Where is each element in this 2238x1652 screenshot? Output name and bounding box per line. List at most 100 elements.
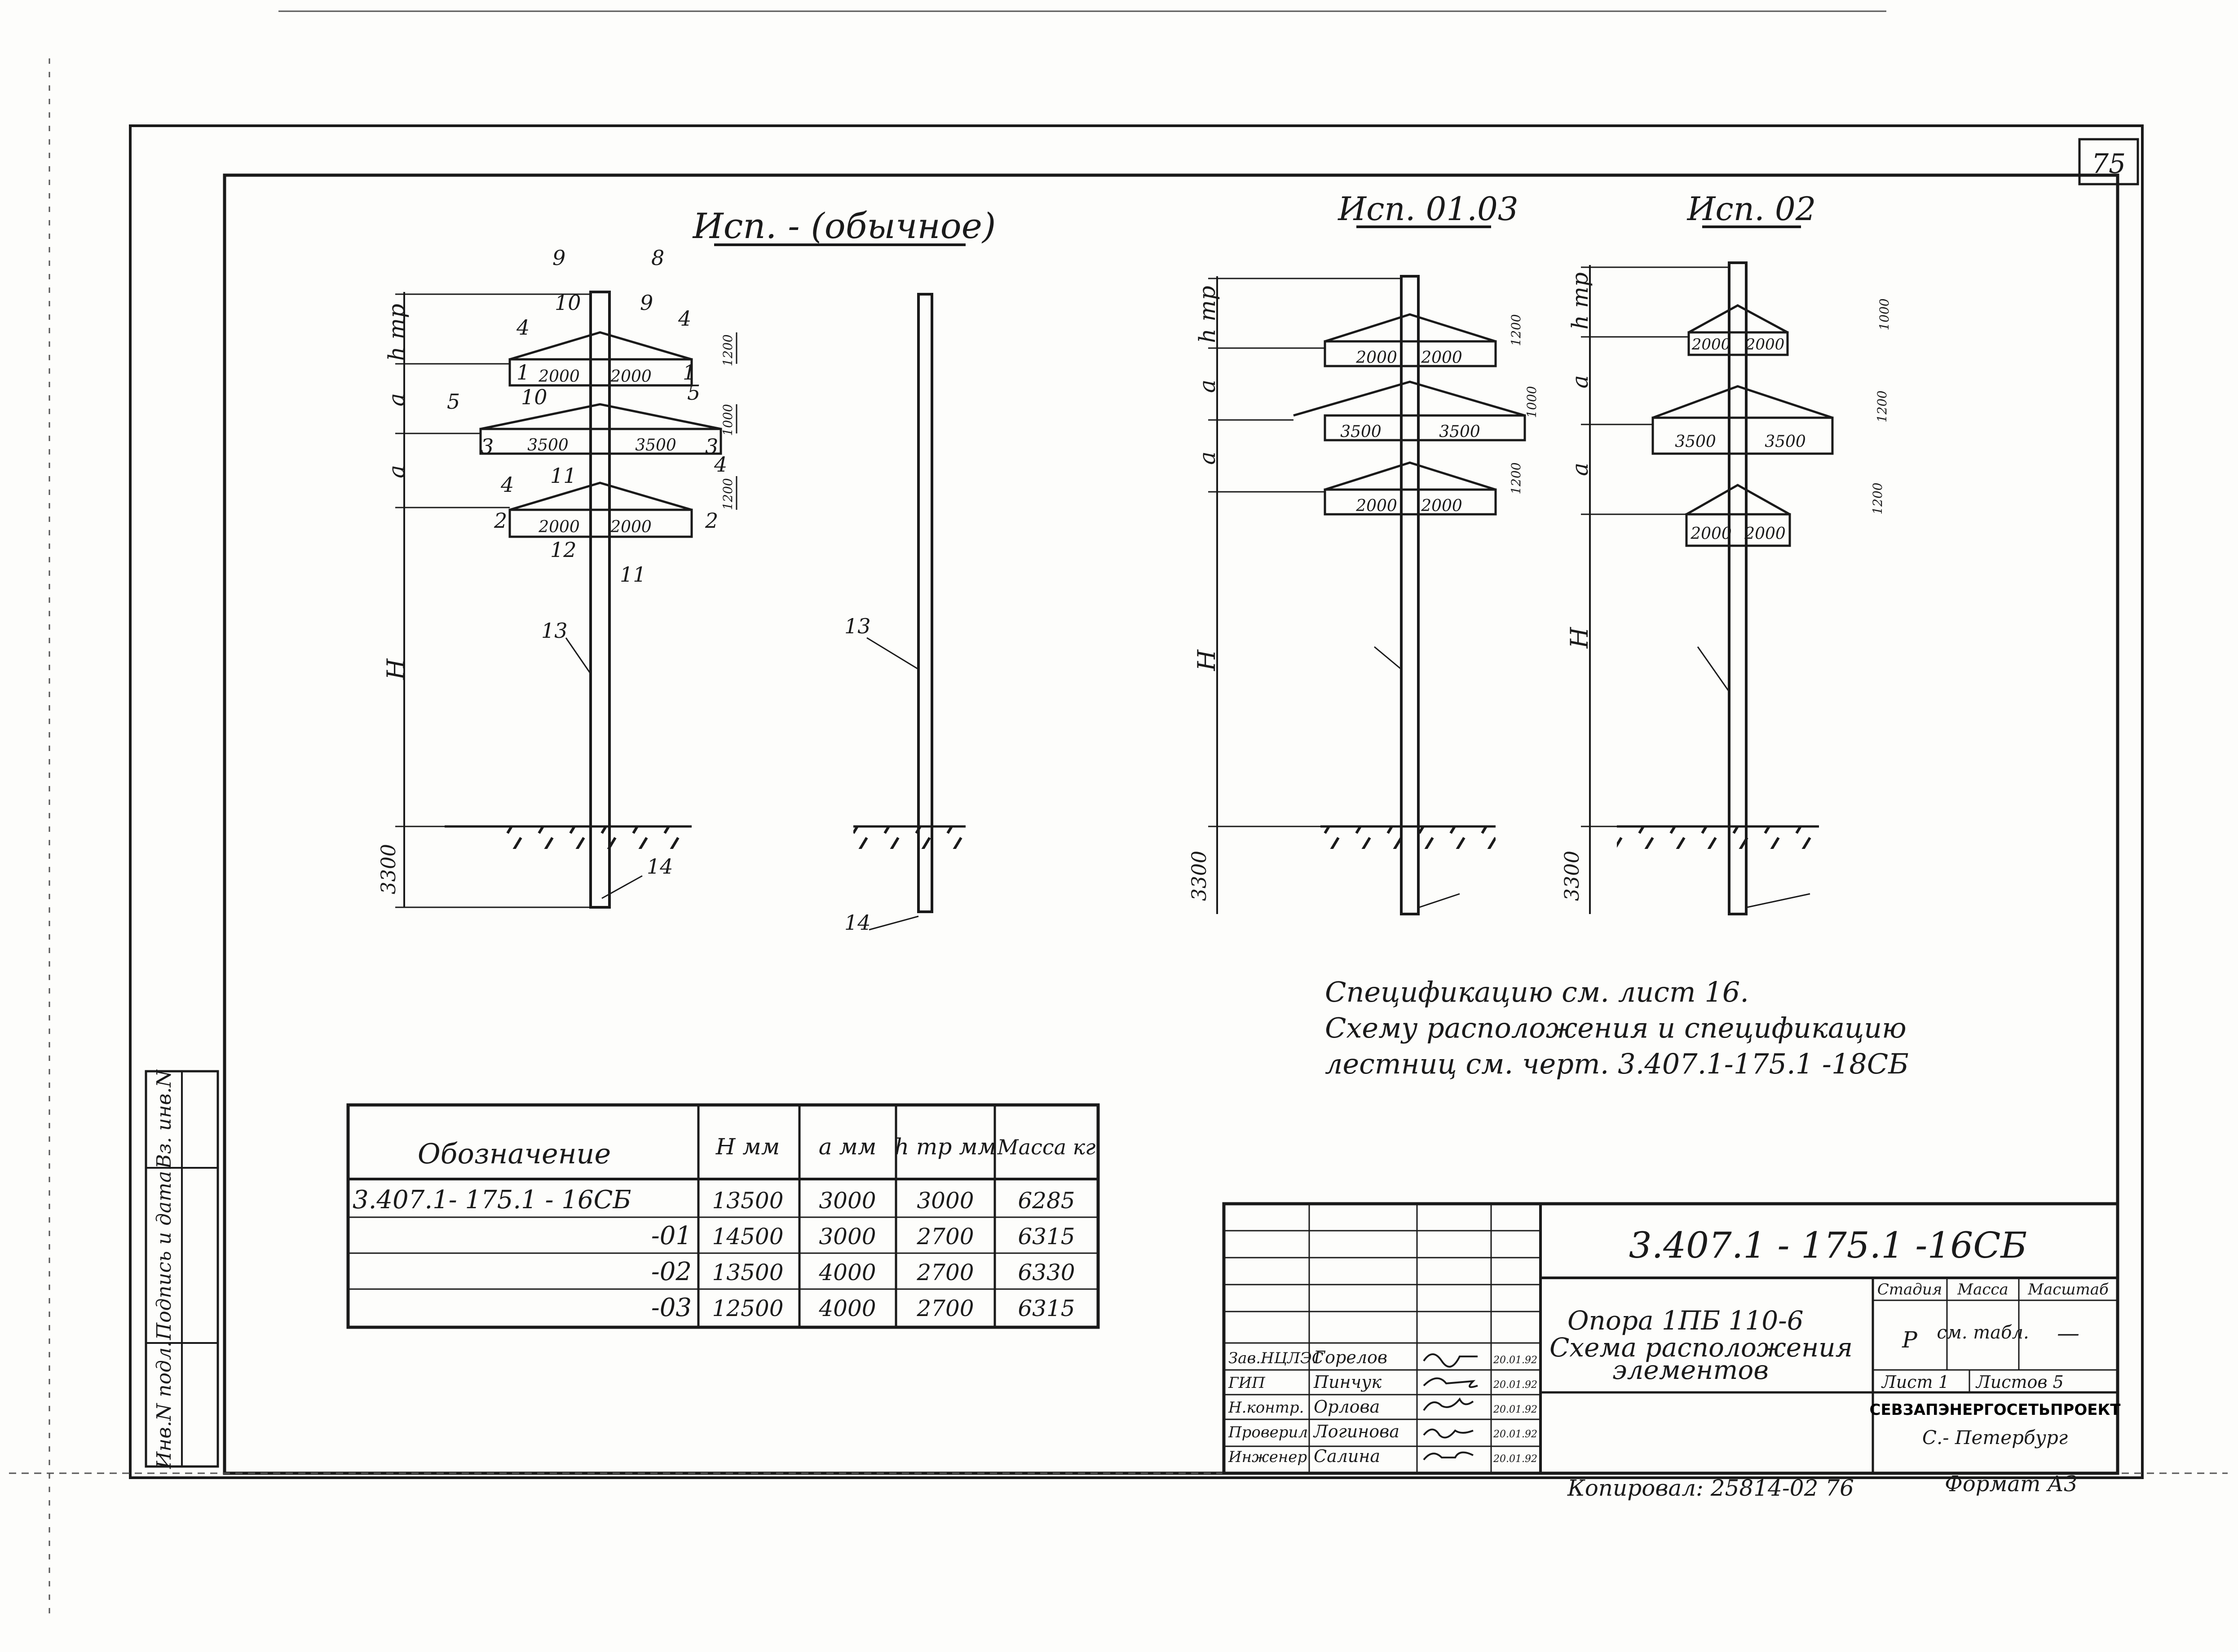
cell-value: 12500 [712, 1295, 783, 1321]
sign-date: 20.01.92 [1493, 1429, 1537, 1440]
callout-label: 13 [844, 614, 871, 638]
callout-label: 3 [481, 434, 494, 459]
callout-label: 9 [552, 246, 565, 270]
crossarm-bot [508, 481, 693, 538]
callout-label: 3 [705, 434, 718, 459]
width-label: 2000 [1421, 349, 1462, 367]
pole [589, 291, 611, 909]
width-label: 3500 [1675, 433, 1716, 451]
notes: Спецификацию см. лист 16. Схему располож… [1325, 976, 1909, 1080]
mass-value: см. табл. [1937, 1322, 2029, 1343]
cell-value: 4000 [818, 1259, 876, 1285]
width-label: 2000 [1355, 497, 1397, 515]
cell-designation: 3.407.1- 175.1 - 16СБ [353, 1185, 631, 1215]
crossarm-top [1687, 304, 1789, 356]
dim-1000: 1000 [1877, 298, 1892, 330]
signature [1423, 1353, 1478, 1368]
width-label: 2000 [610, 367, 652, 386]
signer-name: Горелов [1313, 1347, 1387, 1367]
scale-value: — [2057, 1320, 2079, 1346]
cell-value: 4000 [818, 1295, 876, 1321]
note-line: Спецификацию см. лист 16. [1325, 976, 1749, 1008]
dim-1200: 1200 [720, 478, 735, 510]
mass-header: Масса [1957, 1281, 2008, 1299]
callout-label: 5 [687, 380, 700, 405]
dim-depth: 3300 [1188, 851, 1211, 901]
variant-02: Исп. 02 2000 2000 3500 3500 2000 2000 h … [1561, 190, 1892, 915]
width-label: 3500 [635, 436, 676, 455]
cell-value: 2700 [916, 1259, 974, 1285]
doc-name-line: Опора 1ПБ 110-6 [1567, 1305, 1804, 1336]
dim-1200: 1200 [1509, 462, 1523, 494]
cell-value: 14500 [712, 1224, 783, 1250]
dim-depth: 3300 [377, 844, 400, 894]
cell-value: 6315 [1018, 1295, 1075, 1321]
col-header: Масса кг [997, 1135, 1096, 1159]
crossarm-mid [1651, 385, 1834, 455]
pole-side-view: 13 14 [844, 293, 966, 935]
cell-value: 3000 [819, 1224, 876, 1250]
stage-value: Р [1902, 1327, 1918, 1353]
role-label: Проверил [1228, 1423, 1308, 1441]
width-label: 2000 [1691, 336, 1731, 353]
callout-label: 1 [683, 360, 696, 384]
callout-label: 4 [714, 452, 727, 477]
dim-H: H [1192, 649, 1221, 671]
crossarm-bot [1324, 461, 1497, 516]
dim-htr: h тр [1567, 272, 1593, 330]
cell-value: 2700 [916, 1224, 974, 1250]
dim-1000: 1000 [1524, 386, 1539, 418]
signature [1423, 1451, 1474, 1461]
sheet-count: Листов 5 [1975, 1372, 2064, 1392]
dim-1200: 1200 [1875, 390, 1889, 422]
dim-1200: 1200 [720, 334, 735, 366]
width-label: 3500 [1340, 423, 1382, 441]
sign-date: 20.01.92 [1493, 1355, 1537, 1366]
col-header: a мм [819, 1134, 877, 1160]
callout-label: 14 [844, 910, 871, 935]
dim-depth: 3300 [1561, 851, 1584, 901]
width-label: 2000 [1421, 497, 1462, 515]
variant-title: Исп. 01.03 [1337, 190, 1518, 228]
callout-label: 2 [494, 508, 507, 533]
crossarm-top [1324, 313, 1497, 367]
stage-header: Стадия [1877, 1281, 1942, 1299]
sheet-number-box [2078, 138, 2139, 186]
dim-a: a [1567, 375, 1593, 389]
cell-value: 6315 [1018, 1224, 1075, 1250]
callout-label: 4 [516, 315, 530, 340]
role-label: Зав.НЦЛЭС [1228, 1349, 1324, 1367]
copy-note: Копировал: 25814-02 76 [1567, 1475, 1854, 1501]
variant-title: Исп. - (обычное) [692, 206, 996, 247]
variant-01-03: Исп. 01.03 2000 2000 3500 3500 2000 2000… [1188, 190, 1539, 915]
side-stamp: Инв.N подл. Подпись и дата Вз. инв.N [145, 1069, 219, 1469]
pole [1728, 261, 1748, 915]
cell-designation: -02 [651, 1257, 692, 1286]
pole [1400, 275, 1420, 915]
signature [1423, 1428, 1474, 1439]
variants-table: Обозначение H мм a мм h тр мм Масса кг 3… [346, 1103, 1100, 1329]
cell-value: 6330 [1018, 1259, 1075, 1285]
format-label: Формат А3 [1945, 1471, 2078, 1497]
stamp-label: Инв.N подл. [153, 1341, 176, 1469]
ground-hatch [503, 826, 692, 849]
cell-designation: -01 [651, 1221, 692, 1250]
cell-value: 13500 [712, 1188, 783, 1214]
dim-a: a [1567, 463, 1593, 476]
role-label: ГИП [1228, 1374, 1266, 1392]
callout-label: 8 [651, 246, 664, 270]
width-label: 2000 [538, 518, 580, 536]
width-label: 3500 [527, 436, 569, 455]
doc-name-line: Схема расположения [1549, 1332, 1853, 1363]
callout-label: 4 [500, 473, 514, 497]
width-label: 2000 [1690, 525, 1732, 543]
signature [1423, 1397, 1474, 1411]
crossarm-mid [1293, 380, 1526, 442]
cell-designation: -03 [651, 1293, 692, 1322]
width-label: 3500 [1765, 433, 1806, 451]
crossarm-mid [479, 403, 722, 455]
stamp-label: Вз. инв.N [153, 1069, 176, 1169]
col-header: H мм [715, 1134, 780, 1160]
sign-date: 20.01.92 [1493, 1453, 1537, 1465]
